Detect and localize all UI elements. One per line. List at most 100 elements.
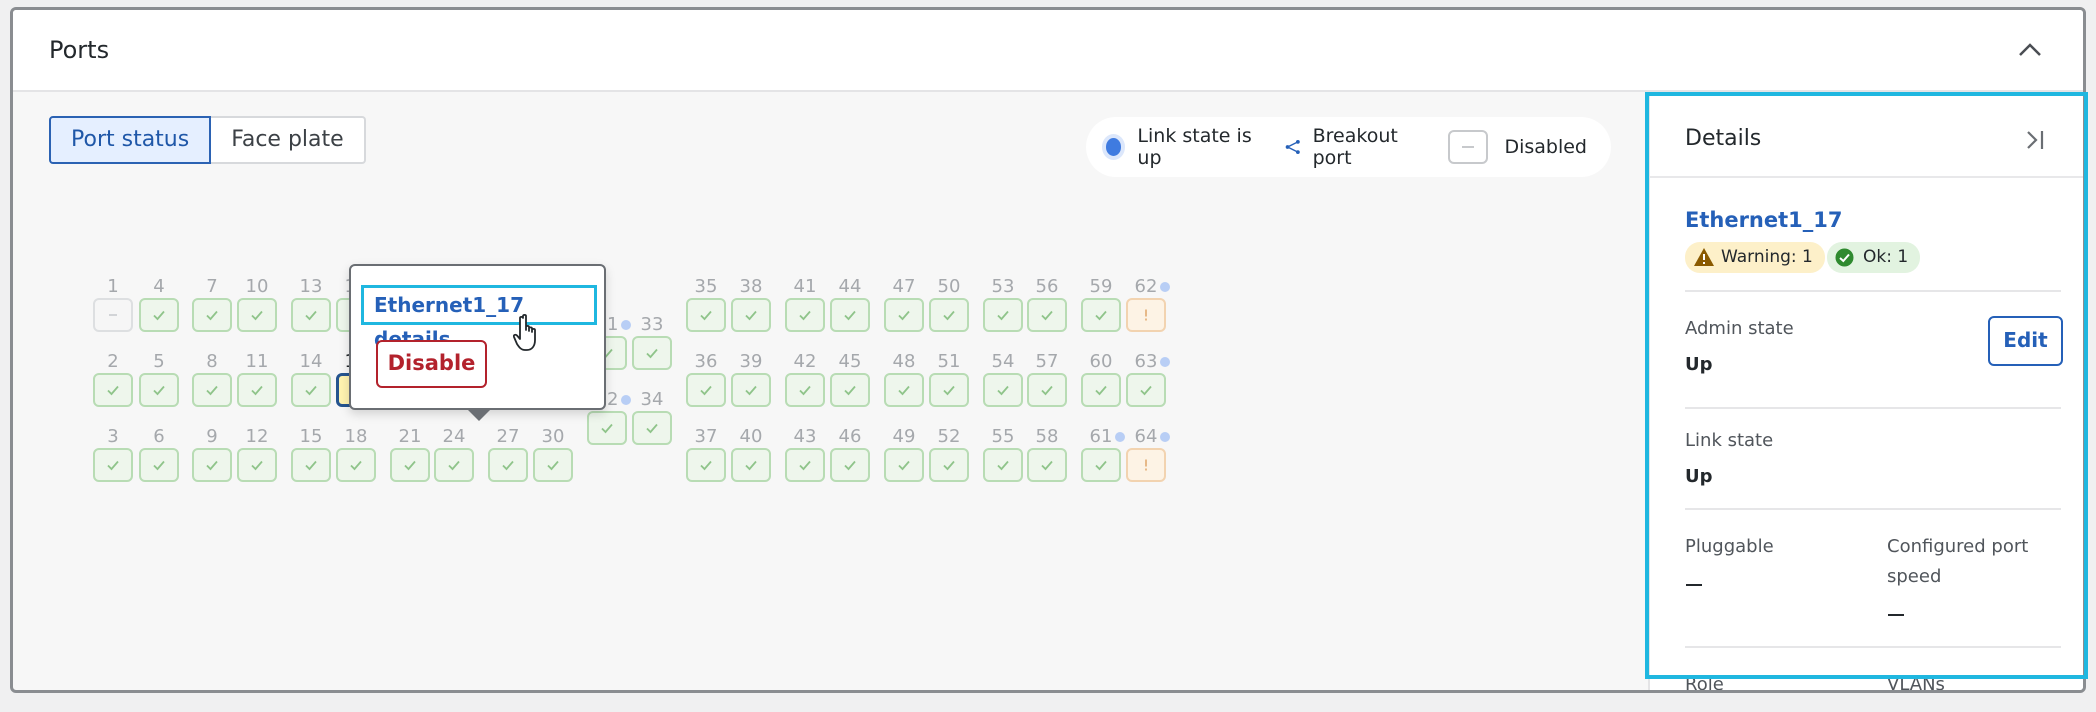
port-box[interactable] bbox=[1126, 298, 1166, 332]
port-box[interactable] bbox=[983, 448, 1023, 482]
port-box[interactable] bbox=[587, 411, 627, 445]
configured-speed-empty-value bbox=[1888, 614, 1904, 616]
minus-icon bbox=[109, 314, 117, 316]
port-number: 6 bbox=[153, 426, 165, 447]
check-icon bbox=[745, 310, 757, 321]
check-icon bbox=[646, 423, 658, 434]
port-box[interactable] bbox=[192, 448, 232, 482]
port-number: 57 bbox=[1035, 351, 1059, 372]
port-box[interactable] bbox=[884, 373, 924, 407]
admin-state-value: Up bbox=[1685, 354, 1713, 375]
port-box[interactable] bbox=[686, 373, 726, 407]
port-box[interactable] bbox=[632, 336, 672, 370]
disable-port-button[interactable]: Disable bbox=[376, 340, 487, 388]
port-box[interactable] bbox=[291, 373, 331, 407]
port-number: 13 bbox=[299, 276, 323, 297]
port-box[interactable] bbox=[488, 448, 528, 482]
port-number: 56 bbox=[1035, 276, 1059, 297]
port-box[interactable] bbox=[390, 448, 430, 482]
check-icon bbox=[305, 310, 317, 321]
port-number: 53 bbox=[991, 276, 1015, 297]
divider bbox=[1685, 646, 2061, 648]
port-box[interactable] bbox=[291, 298, 331, 332]
port-box[interactable] bbox=[929, 448, 969, 482]
port-box[interactable] bbox=[237, 298, 277, 332]
port-box[interactable] bbox=[93, 373, 133, 407]
port-box[interactable] bbox=[1081, 298, 1121, 332]
port-box[interactable] bbox=[686, 298, 726, 332]
check-icon bbox=[1140, 385, 1152, 396]
port-box[interactable] bbox=[884, 298, 924, 332]
port-box[interactable] bbox=[785, 298, 825, 332]
port-box[interactable] bbox=[192, 298, 232, 332]
collapse-right-icon[interactable] bbox=[2022, 128, 2048, 152]
port-box[interactable] bbox=[983, 298, 1023, 332]
port-box[interactable] bbox=[929, 298, 969, 332]
chevron-up-icon[interactable] bbox=[2015, 36, 2045, 66]
check-circle-icon bbox=[1835, 248, 1854, 267]
details-port-name[interactable]: Ethernet1_17 bbox=[1685, 208, 1843, 232]
port-box[interactable] bbox=[1081, 448, 1121, 482]
breakout-dot-icon bbox=[1115, 432, 1125, 442]
port-box[interactable] bbox=[785, 448, 825, 482]
port-box[interactable] bbox=[1027, 448, 1067, 482]
port-box[interactable] bbox=[830, 448, 870, 482]
port-number: 47 bbox=[892, 276, 916, 297]
port-box[interactable] bbox=[139, 298, 179, 332]
check-icon bbox=[943, 385, 955, 396]
port-box[interactable] bbox=[1126, 373, 1166, 407]
port-box[interactable] bbox=[983, 373, 1023, 407]
port-box[interactable] bbox=[830, 298, 870, 332]
port-box[interactable] bbox=[731, 373, 771, 407]
port-box[interactable] bbox=[884, 448, 924, 482]
legend-link-up: Link state is up bbox=[1106, 125, 1261, 169]
edit-admin-state-button[interactable]: Edit bbox=[1988, 316, 2063, 366]
port-box[interactable] bbox=[830, 373, 870, 407]
check-icon bbox=[700, 310, 712, 321]
check-icon bbox=[107, 385, 119, 396]
port-box[interactable] bbox=[336, 448, 376, 482]
port-box[interactable] bbox=[1081, 373, 1121, 407]
ports-panel: Ports Port status Face plate Link state … bbox=[10, 7, 2086, 693]
port-number: 55 bbox=[991, 426, 1015, 447]
check-icon bbox=[305, 385, 317, 396]
check-icon bbox=[448, 460, 460, 471]
check-icon bbox=[206, 310, 218, 321]
port-details-link[interactable]: Ethernet1_17 details bbox=[361, 285, 597, 351]
port-box[interactable] bbox=[291, 448, 331, 482]
check-icon bbox=[799, 385, 811, 396]
exclamation-icon bbox=[1145, 309, 1147, 321]
port-box[interactable] bbox=[785, 373, 825, 407]
port-box[interactable] bbox=[237, 373, 277, 407]
port-box[interactable] bbox=[731, 298, 771, 332]
port-box[interactable] bbox=[1027, 298, 1067, 332]
port-box[interactable] bbox=[632, 411, 672, 445]
port-box[interactable] bbox=[1126, 448, 1166, 482]
port-box[interactable] bbox=[139, 448, 179, 482]
port-box[interactable] bbox=[929, 373, 969, 407]
port-box[interactable] bbox=[139, 373, 179, 407]
port-number: 1 bbox=[107, 276, 119, 297]
panel-title: Ports bbox=[49, 36, 110, 64]
port-box[interactable] bbox=[237, 448, 277, 482]
port-box[interactable] bbox=[93, 298, 133, 332]
port-box[interactable] bbox=[192, 373, 232, 407]
port-box[interactable] bbox=[93, 448, 133, 482]
check-icon bbox=[153, 460, 165, 471]
pluggable-empty-value bbox=[1686, 584, 1702, 586]
check-icon bbox=[1095, 310, 1107, 321]
tab-port-status[interactable]: Port status bbox=[49, 116, 212, 164]
port-number: 40 bbox=[739, 426, 763, 447]
port-number: 58 bbox=[1035, 426, 1059, 447]
port-number: 37 bbox=[694, 426, 718, 447]
port-box[interactable] bbox=[1027, 373, 1067, 407]
port-number: 41 bbox=[793, 276, 817, 297]
port-box[interactable] bbox=[731, 448, 771, 482]
port-box[interactable] bbox=[533, 448, 573, 482]
port-box[interactable] bbox=[434, 448, 474, 482]
port-box[interactable] bbox=[686, 448, 726, 482]
details-title: Details bbox=[1685, 126, 1762, 151]
tab-face-plate[interactable]: Face plate bbox=[211, 116, 366, 164]
check-icon bbox=[997, 310, 1009, 321]
check-icon bbox=[206, 385, 218, 396]
